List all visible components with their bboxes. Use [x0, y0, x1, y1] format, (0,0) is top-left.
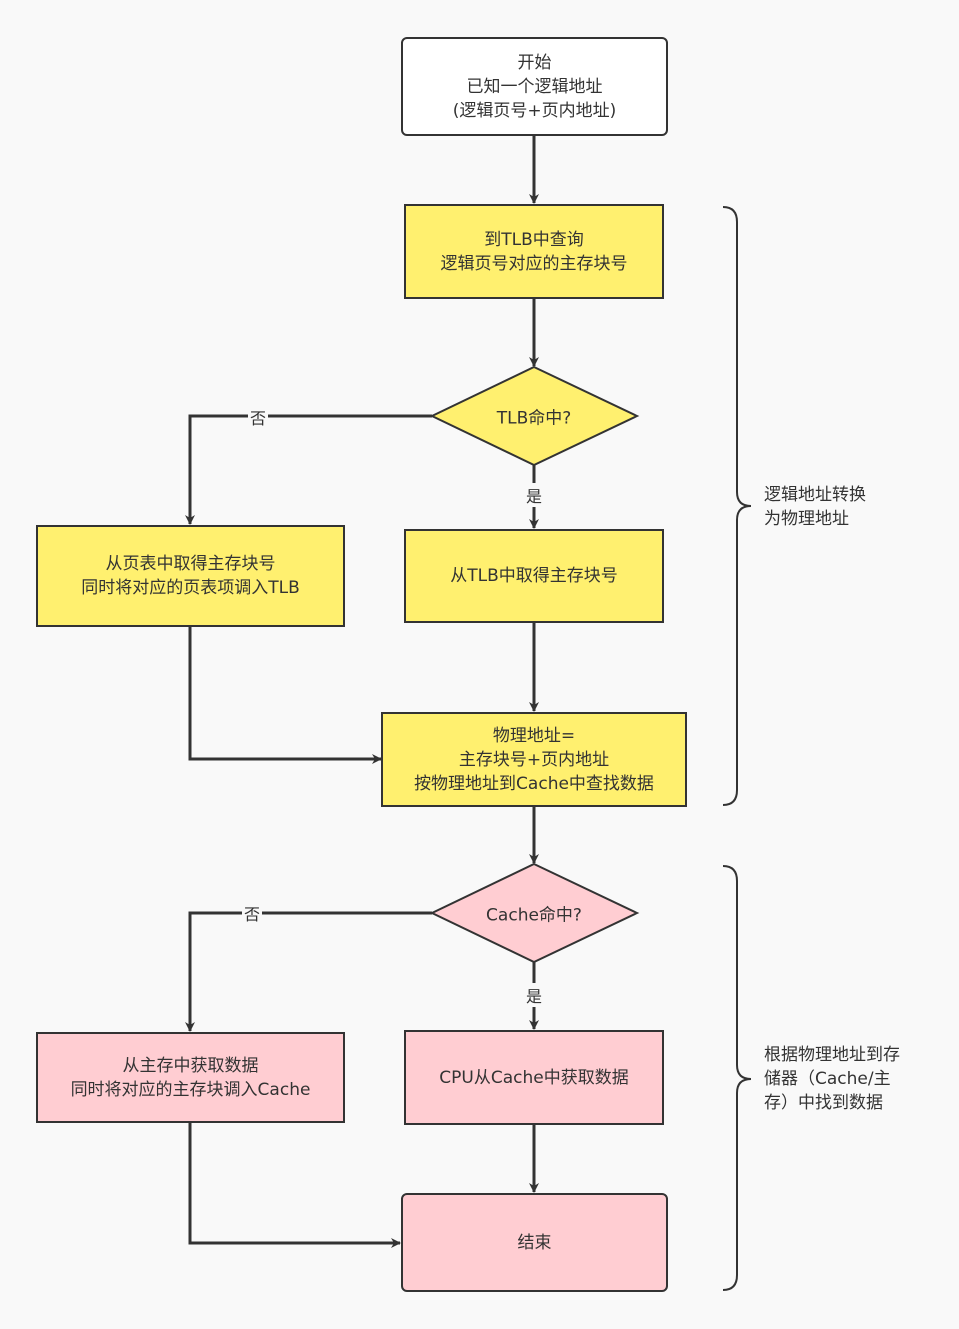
from-memory-node: 从主存中获取数据 同时将对应的主存块调入Cache	[36, 1032, 345, 1123]
translate-note-line-2: 为物理地址	[764, 509, 849, 529]
edge-memory-to-end	[188, 1122, 401, 1248]
cache-no-label: 否	[241, 901, 263, 925]
tlb-yes-label: 是	[523, 483, 545, 507]
end-text: 结束	[517, 1232, 552, 1253]
start-line-1: 开始	[517, 52, 552, 73]
tlb-no-label: 否	[247, 405, 269, 429]
phys-line-3: 按物理地址到Cache中查找数据	[414, 773, 654, 794]
query-tlb-node: 到TLB中查询 逻辑页号对应的主存块号	[404, 204, 664, 299]
from-cache-text: CPU从Cache中获取数据	[439, 1067, 629, 1088]
from-page-table-node: 从页表中取得主存块号 同时将对应的页表项调入TLB	[36, 525, 345, 627]
end-node: 结束	[401, 1193, 668, 1292]
physical-address-node: 物理地址= 主存块号+页内地址 按物理地址到Cache中查找数据	[381, 712, 687, 807]
phys-line-1: 物理地址=	[492, 725, 576, 746]
phys-line-2: 主存块号+页内地址	[458, 749, 610, 770]
fetch-note-line-3: 存）中找到数据	[764, 1093, 883, 1113]
start-node: 开始 已知一个逻辑地址 (逻辑页号+页内地址)	[401, 37, 668, 136]
from-cache-node: CPU从Cache中获取数据	[404, 1030, 664, 1125]
edge-page-table-to-phys	[188, 626, 382, 764]
memory-line-1: 从主存中获取数据	[122, 1055, 259, 1076]
cache-hit-diamond	[429, 862, 640, 964]
tlb-hit-diamond	[429, 365, 640, 467]
fetch-note: 根据物理地址到存 储器（Cache/主 存）中找到数据	[764, 1043, 900, 1115]
query-tlb-line-2: 逻辑页号对应的主存块号	[440, 253, 628, 274]
brace-translate	[722, 206, 752, 806]
translate-note: 逻辑地址转换 为物理地址	[764, 483, 866, 531]
from-tlb-node: 从TLB中取得主存块号	[404, 529, 664, 623]
fetch-note-line-2: 储器（Cache/主	[764, 1069, 891, 1089]
start-line-3: (逻辑页号+页内地址)	[452, 100, 617, 121]
edge-cache-no	[185, 911, 432, 1032]
brace-fetch	[722, 865, 752, 1291]
start-line-2: 已知一个逻辑地址	[466, 76, 603, 97]
cache-yes-label: 是	[523, 983, 545, 1007]
tlb-hit-label: TLB命中?	[496, 408, 572, 429]
page-table-line-1: 从页表中取得主存块号	[105, 554, 276, 574]
query-tlb-line-1: 到TLB中查询	[484, 229, 584, 250]
edge-tlb-no	[185, 414, 432, 525]
cache-hit-label: Cache命中?	[486, 905, 582, 926]
page-table-line-2: 同时将对应的页表项调入TLB	[81, 578, 300, 598]
fetch-note-line-1: 根据物理地址到存	[764, 1045, 900, 1065]
translate-note-line-1: 逻辑地址转换	[764, 485, 866, 505]
memory-line-2: 同时将对应的主存块调入Cache	[70, 1079, 311, 1100]
from-tlb-text: 从TLB中取得主存块号	[450, 566, 618, 586]
